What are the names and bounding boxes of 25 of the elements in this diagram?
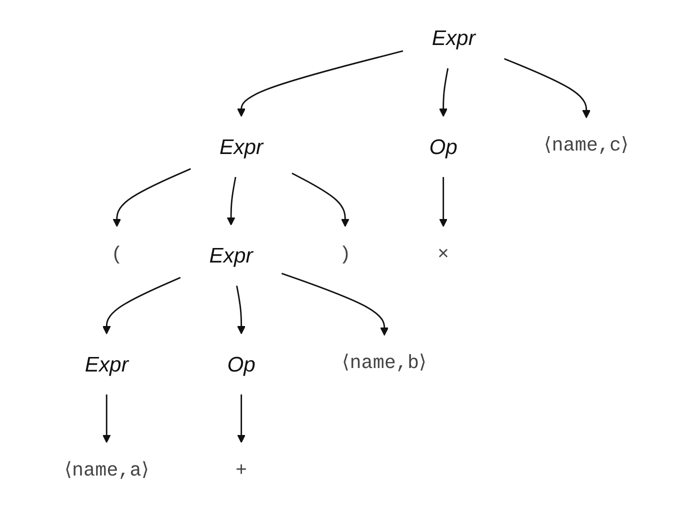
- arrow: [237, 394, 246, 443]
- arrow: [236, 286, 246, 334]
- node-text: ): [339, 244, 351, 266]
- node-text: ⟨name,c⟩: [544, 135, 629, 158]
- node-text: Expr: [209, 243, 253, 268]
- arrow: [226, 176, 236, 226]
- node-text: ⟨name,a⟩: [64, 460, 149, 482]
- arrow: [281, 272, 389, 336]
- arrow: [102, 276, 181, 334]
- node-text: ×: [438, 244, 450, 266]
- arrow: [504, 58, 591, 118]
- node-text: ⟨name,b⟩: [342, 352, 427, 375]
- arrow: [237, 50, 404, 117]
- node-text: Expr: [84, 352, 128, 376]
- arrow: [102, 394, 111, 443]
- node-text: Expr: [432, 26, 476, 50]
- node-text: Op: [227, 352, 256, 376]
- arrow: [292, 172, 350, 227]
- arrow: [439, 68, 449, 117]
- arrow: [439, 177, 448, 227]
- node-text: Expr: [220, 134, 264, 159]
- node-text: +: [236, 460, 248, 482]
- arrow: [112, 168, 191, 227]
- node-text: (: [111, 244, 123, 266]
- node-text: Op: [429, 134, 458, 159]
